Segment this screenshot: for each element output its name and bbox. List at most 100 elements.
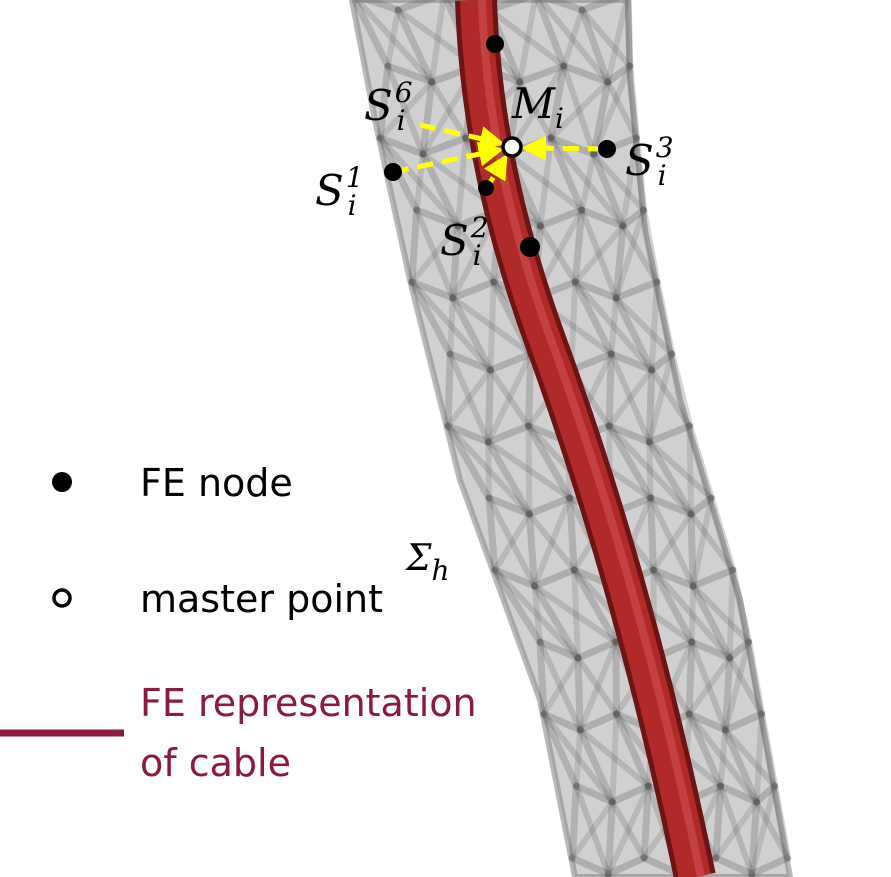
mesh-edge: [648, 367, 693, 429]
label-m-i: Mi: [511, 79, 564, 135]
mesh-edge: [619, 223, 660, 285]
mesh-edge: [569, 799, 616, 861]
mesh-edge: [505, 151, 585, 213]
mesh-edge: [729, 566, 753, 646]
mesh-edge: [384, 63, 426, 157]
cable-body: [460, 0, 711, 877]
mesh-edge: [605, 783, 652, 877]
mesh-edge: [686, 423, 694, 517]
mesh-edge: [646, 439, 715, 501]
mesh-edge: [447, 351, 492, 445]
mesh-edge: [540, 710, 580, 790]
mesh-edge: [613, 295, 675, 357]
mesh-edge: [578, 0, 622, 14]
mesh-edge: [571, 567, 581, 661]
mesh-edge: [632, 134, 648, 214]
mesh-edge: [579, 7, 633, 69]
mesh-edge: [428, 79, 469, 141]
mesh-edge: [578, 151, 597, 213]
mesh-edge: [748, 783, 778, 877]
mesh-edge: [526, 511, 578, 573]
mesh-edge: [376, 62, 392, 142]
mesh-edge: [687, 510, 697, 590]
mesh-edge: [690, 583, 752, 645]
mesh-edge: [445, 423, 533, 517]
mesh-edge: [484, 366, 494, 446]
mesh-edge: [486, 0, 530, 14]
mesh-edge: [572, 279, 655, 373]
mesh-edge: [447, 295, 456, 357]
mesh-edge: [650, 566, 697, 590]
mesh-edge: [686, 655, 733, 717]
mesh-edge: [645, 438, 695, 518]
legend-master-point-icon: [52, 588, 72, 608]
mesh-edge: [748, 798, 761, 877]
mesh-edge: [572, 782, 616, 806]
mesh-edge: [531, 495, 573, 589]
mesh-edge: [648, 279, 660, 373]
mesh-edge: [753, 782, 779, 806]
mesh-edge: [486, 350, 535, 374]
mesh-edge: [612, 294, 656, 374]
legend-fe-node-icon: [52, 472, 72, 492]
mesh-edge: [525, 494, 574, 518]
mesh-edge: [753, 711, 765, 805]
mesh-edge: [717, 782, 761, 806]
arrow-s2-to-m: [483, 153, 508, 188]
legend: FE node master point FE representation o…: [0, 461, 477, 785]
mesh-edge: [525, 510, 539, 590]
mesh-edge: [577, 639, 619, 733]
mesh-edge: [560, 62, 612, 86]
mesh-edge: [560, 7, 585, 69]
arrow-s1-to-m: [392, 141, 504, 175]
mesh-edge: [358, 0, 402, 14]
mesh-edge: [574, 654, 584, 734]
fe-node-s3: [598, 140, 616, 158]
label-sigma-h: Σh: [404, 538, 450, 587]
mesh-edge: [384, 62, 436, 86]
mesh-edge: [604, 79, 640, 141]
mesh-edge: [491, 511, 533, 573]
mesh-edge: [726, 655, 765, 717]
legend-cable-label-line2: of cable: [140, 741, 291, 785]
mesh-edge: [531, 583, 544, 645]
mesh-edge: [536, 638, 582, 662]
mesh-edge: [608, 782, 652, 806]
mesh-edge: [605, 350, 615, 430]
mesh-edge: [394, 0, 438, 14]
mesh-edge: [578, 207, 620, 301]
mesh-edge: [576, 726, 616, 806]
mesh-edge: [525, 350, 535, 430]
mesh-edge: [647, 495, 697, 589]
mesh-edge: [650, 511, 694, 573]
mesh-edge: [688, 639, 729, 733]
mesh-edge: [516, 0, 538, 85]
mesh-edge: [688, 638, 734, 662]
mesh-edge: [712, 799, 760, 861]
mesh-edge: [574, 638, 620, 662]
mesh-edge: [568, 782, 580, 862]
mesh-edge: [613, 710, 652, 790]
mesh-edge: [685, 710, 725, 790]
mesh-edge: [487, 367, 532, 429]
mesh-edge: [445, 367, 494, 429]
mesh-edge: [650, 566, 696, 646]
mesh-edge: [608, 351, 653, 445]
mesh-edge: [351, 0, 392, 70]
mesh-edge: [536, 206, 586, 230]
mesh-edge: [444, 350, 454, 430]
mesh-edge: [485, 439, 492, 501]
mesh-edge: [758, 710, 779, 790]
mesh-edge: [444, 422, 493, 502]
mesh-edge: [548, 79, 611, 141]
mesh-edge: [612, 278, 661, 302]
mesh-edge: [604, 854, 648, 877]
mesh-edge: [571, 278, 620, 302]
mesh-edge: [491, 566, 539, 590]
mesh-edge: [648, 350, 676, 374]
mesh-edge: [419, 134, 470, 158]
mesh-edge: [604, 0, 630, 85]
mesh-edge: [653, 278, 676, 358]
mesh-edge: [647, 494, 658, 574]
